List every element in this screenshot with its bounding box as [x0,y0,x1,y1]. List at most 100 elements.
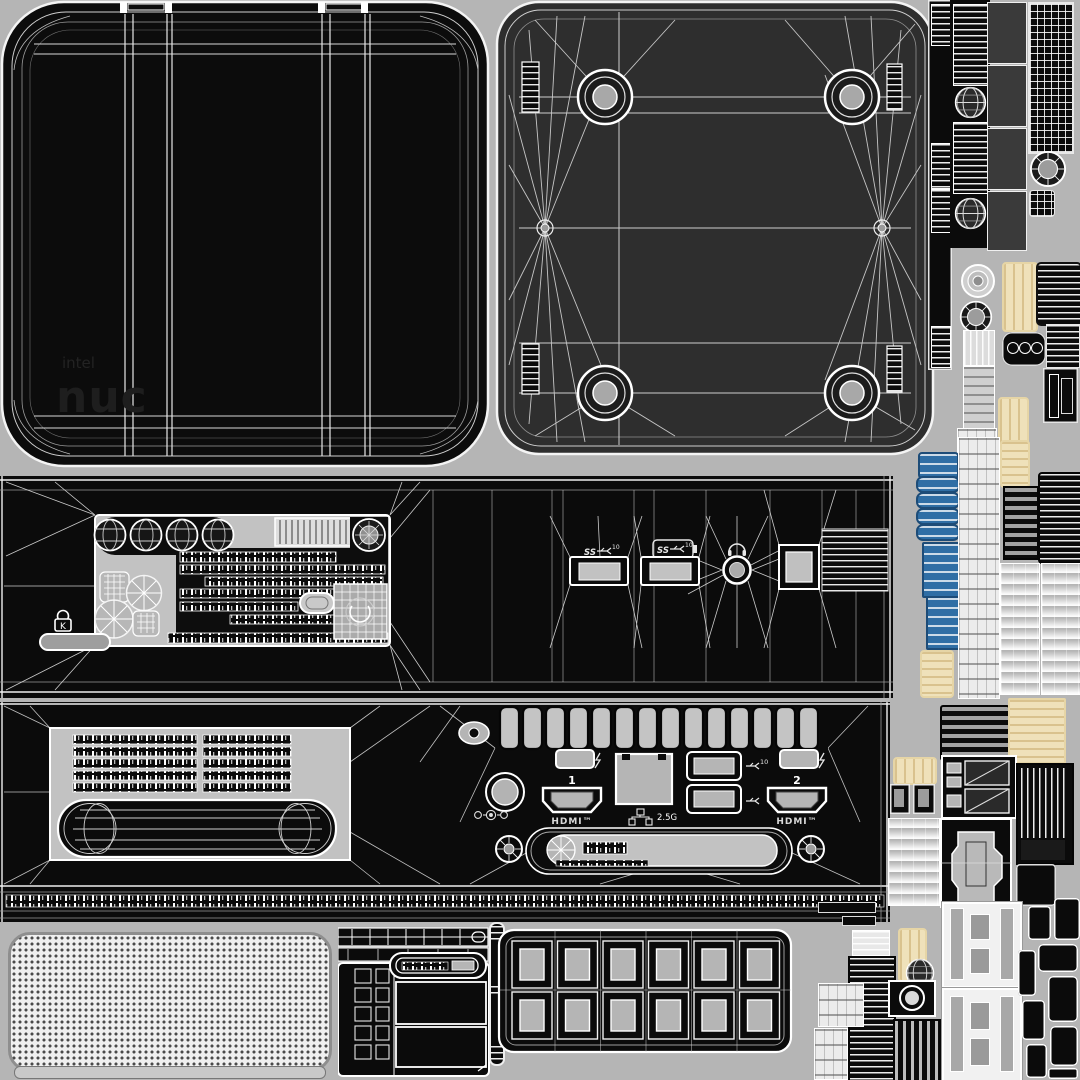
rear-bottom-segment-bar [5,894,885,908]
rubber-part-3 [1038,944,1078,972]
ribbed-post [848,956,896,1080]
white-header-2 [814,1028,848,1080]
front-usb-port-b: SS 10 [640,539,700,586]
network-icon [628,808,653,826]
black-chip-1 [890,784,910,814]
gray-cap-ribbed [963,330,995,366]
heatpipe-rib-1 [953,4,988,86]
blue-cap [918,452,959,479]
white-header-1 [818,983,864,1027]
blue-body-lower [926,596,960,650]
light-grid-column-2 [1041,563,1080,695]
rail-rib-4 [931,326,951,368]
lightning-icon [818,752,826,769]
detail-bar-2 [1061,378,1073,414]
plate-screw-bosses [536,68,891,422]
lid-top-island: intel nuc [0,0,490,468]
black-rib-block-1 [1036,262,1080,326]
lan-port: 2.5G [614,752,677,826]
hdmi-port-2: 2 HDMI™ [766,749,828,827]
bracket-window-2 [395,1026,487,1068]
band-a-seams [432,490,857,682]
socket-module [941,755,1017,819]
beige-striped-panel [1008,698,1066,764]
heatpipe-rib-2 [953,122,988,194]
rubber-foot-pill [299,592,335,614]
black-comb-module [940,705,1010,761]
rubber-part-6 [1022,1000,1045,1040]
side-square-port [778,544,820,590]
rail-rib-3 [931,189,951,233]
beige-edge-connector [893,757,937,785]
small-bar-1 [818,902,876,913]
svg-text:SS: SS [584,548,596,558]
rounded-socket-strip [1002,332,1046,366]
dc-polarity-icon [474,809,508,821]
hatched-block-island [1028,2,1074,154]
kensington-lock-icon: K [54,609,72,632]
inset-end-circle [350,517,388,553]
power-jack [485,772,525,812]
band-rear-island: 1 HDMI™ 2.5G 10 2 HDMI™ [0,702,890,922]
rubber-part-1 [1054,898,1080,940]
lid-top-notches [120,2,368,13]
bottom-plate-island [495,0,935,456]
svg-text:K: K [60,622,67,632]
band-front-island: K SS 10 SS 10 [0,476,893,698]
svg-text:HDMI™: HDMI™ [776,817,817,827]
white-standoff-column [958,437,1000,699]
lock-slot-pill [39,633,111,651]
hatch-square-small [1029,190,1055,217]
black-chip-2 [913,784,935,814]
rubber-part-5 [1048,976,1078,1022]
lightning-icon [594,752,602,769]
dark-plate-1 [987,2,1027,64]
black-slat-module [1003,486,1039,560]
svg-text:2: 2 [793,774,801,787]
svg-text:SS: SS [657,546,669,556]
bracket-small-slots [354,968,390,1060]
heatsink-fins [1016,763,1074,865]
checkered-bracket [888,818,940,906]
hdmi-port-1: 1 HDMI™ [541,749,603,827]
knob-rings [961,264,995,298]
rubber-part-2 [1028,906,1051,940]
ssd-bay-pill [56,798,338,859]
inset-rib-plate [274,517,352,547]
usb-trident-icon [746,797,760,805]
socket-hole-1 [1007,342,1019,354]
black-detail-block [1043,368,1078,423]
detail-bar-1 [1049,374,1059,418]
rail-rib-1 [931,4,951,46]
lid-brand-nuc: nuc [56,372,148,423]
white-module-2 [942,988,1022,1080]
knurled-sphere-2 [954,197,987,230]
rubber-part-4 [1018,950,1036,996]
rail-rib-2 [931,143,951,189]
keypad-cells [511,940,781,1040]
frame-bracket [940,818,1012,908]
rubber-part-9 [1048,1068,1078,1079]
black-rib-block-2 [1046,324,1080,368]
rear-cable-channel [525,827,793,875]
svg-text:10: 10 [685,542,693,549]
gear-wheel [959,300,993,334]
black-comb-right [1038,472,1080,564]
white-cap [852,930,890,956]
band-a-radiating [4,481,837,691]
rubber-part-7 [1050,1026,1078,1066]
svg-text:10: 10 [612,544,620,551]
beige-connector-1 [1002,262,1038,332]
svg-text:1: 1 [568,774,576,787]
knurled-sphere-1 [954,86,987,119]
rear-usb-stack: 10 [686,751,768,814]
socket-hole-3 [1031,342,1043,354]
light-grid-column-1 [1000,563,1040,695]
fan-port-block [888,980,936,1017]
beige-stack-1 [920,650,954,698]
keypad-grid-island [497,928,793,1054]
vent-hatch-grid [333,583,388,640]
dark-plate-4 [987,191,1027,251]
mesh-base-bar [14,1066,326,1079]
